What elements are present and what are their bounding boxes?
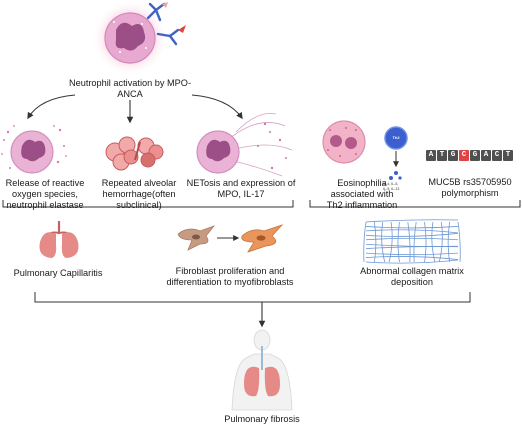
label-line: MUC5B rs35705950 <box>428 177 512 187</box>
dna-base-box <box>470 150 480 161</box>
label-line: NETosis and expression of <box>186 178 296 188</box>
dna-base-letter: G <box>450 151 456 159</box>
dna-base-letter: C <box>461 151 467 159</box>
label-collagen: Abnormal collagen matrix deposition <box>352 266 472 288</box>
collagen-fiber <box>365 219 459 223</box>
collagen-fiber <box>397 221 400 263</box>
collagen-fiber <box>363 221 367 263</box>
netosis-neutrophil-icon <box>196 113 293 177</box>
label-line: Abnormal collagen matrix <box>360 266 464 276</box>
cytokine-molecules-icon <box>389 171 402 180</box>
label-line: associated with <box>330 189 394 199</box>
th2-cell-label: Th2 <box>392 135 400 140</box>
label-line: differentiation to myofibroblasts <box>166 277 294 287</box>
collagen-matrix-icon <box>363 219 461 264</box>
dna-base-box <box>503 150 513 161</box>
dna-base-letter: T <box>439 151 445 159</box>
dna-base-box <box>448 150 458 161</box>
collagen-fiber <box>431 221 436 263</box>
dna-base-letter: G <box>472 151 478 159</box>
lungs-icon <box>39 221 79 258</box>
collagen-fiber <box>365 252 459 256</box>
collagen-fiber <box>407 221 411 263</box>
mpo-antigen-icon <box>178 25 186 33</box>
label-line: Release of reactive <box>5 178 85 188</box>
label-line: oxygen species, <box>12 189 78 199</box>
collagen-fiber <box>373 221 377 263</box>
label-alveolar-hemorrhage: Repeated alveolar hemorrhage(often subcl… <box>93 178 185 211</box>
collagen-fiber <box>438 221 443 263</box>
bracket-right-group <box>309 200 521 208</box>
label-line: Eosinophilia <box>337 178 387 188</box>
arrow-to-ros <box>27 94 76 120</box>
label-ros-release: Release of reactive oxygen species, neut… <box>0 178 90 211</box>
collagen-fiber <box>424 221 427 263</box>
collagen-fiber <box>457 221 461 263</box>
th2-cell-icon <box>384 126 408 150</box>
label-pulmonary-capillaritis: Pulmonary Capillaritis <box>6 268 110 279</box>
arrow-to-netosis <box>191 94 243 120</box>
dna-base-letter: T <box>505 151 511 159</box>
label-line: MPO, IL-17 <box>217 189 265 199</box>
human-torso-lungs-icon <box>231 329 293 411</box>
label-line: Th2 inflammation <box>326 200 398 210</box>
eosinophil-icon <box>322 120 366 164</box>
label-line: polymorphism <box>441 188 499 198</box>
label-muc5b: MUC5B rs35705950 polymorphism <box>420 177 520 199</box>
label-line: neutrophil elastase <box>6 200 84 210</box>
label-line: Neutrophil activation by MPO- <box>68 78 192 88</box>
collagen-fiber <box>381 221 386 263</box>
label-line: subclinical) <box>116 200 162 210</box>
label-line: hemorrhage(often <box>102 189 176 199</box>
collagen-fiber <box>388 221 393 263</box>
collagen-fiber <box>365 246 459 250</box>
collagen-fiber <box>447 221 451 263</box>
collagen-fiber <box>413 221 417 263</box>
cytokine-labels: IL-4, IL-5, IL-9, IL-13 <box>383 182 399 191</box>
label-neutrophil-activation: Neutrophil activation by MPO- ANCA <box>60 78 200 100</box>
label-line: ANCA <box>117 89 143 99</box>
alveoli-hemorrhage-icon <box>105 136 164 171</box>
dna-base-box <box>492 150 502 161</box>
label-line: Fibroblast proliferation and <box>175 266 285 276</box>
dna-base-box <box>426 150 436 161</box>
label-pulmonary-fibrosis: Pulmonary fibrosis <box>206 414 318 425</box>
label-eosinophilia: Eosinophilia associated with Th2 inflamm… <box>312 178 412 211</box>
label-line: Repeated alveolar <box>101 178 177 188</box>
mpo-anca-antibody-icon <box>146 2 180 46</box>
label-fibroblast: Fibroblast proliferation and differentia… <box>160 266 300 288</box>
dna-base-box <box>481 150 491 161</box>
myofibroblast-icon <box>241 224 284 253</box>
dna-base-letter: A <box>428 151 434 159</box>
collagen-fiber <box>365 259 459 264</box>
bracket-left-group <box>2 200 294 208</box>
collagen-fiber <box>365 229 459 234</box>
antigen-marker-icon <box>162 2 168 8</box>
label-netosis: NETosis and expression of MPO, IL-17 <box>186 178 296 200</box>
dna-sequence-icon <box>426 150 513 161</box>
bracket-bottom <box>34 292 471 303</box>
degranulating-neutrophil-icon <box>1 125 67 174</box>
cytokine-line: IL-4, IL-5, <box>383 182 399 186</box>
dna-base-letter: A <box>483 151 489 159</box>
cytokine-line: IL-9, IL-13 <box>383 186 400 191</box>
fibroblast-icon <box>177 225 216 251</box>
dna-base-box <box>437 150 447 161</box>
collagen-fiber <box>365 237 459 241</box>
activated-neutrophil-icon <box>92 0 168 76</box>
label-line: Pulmonary fibrosis <box>224 414 300 424</box>
collagen-fiber <box>365 232 459 237</box>
label-line: Pulmonary Capillaritis <box>13 268 103 278</box>
dna-base-box <box>459 150 469 161</box>
collagen-fiber <box>365 226 459 229</box>
dna-base-letter: C <box>494 151 500 159</box>
collagen-fiber <box>365 256 459 260</box>
label-line: deposition <box>391 277 433 287</box>
